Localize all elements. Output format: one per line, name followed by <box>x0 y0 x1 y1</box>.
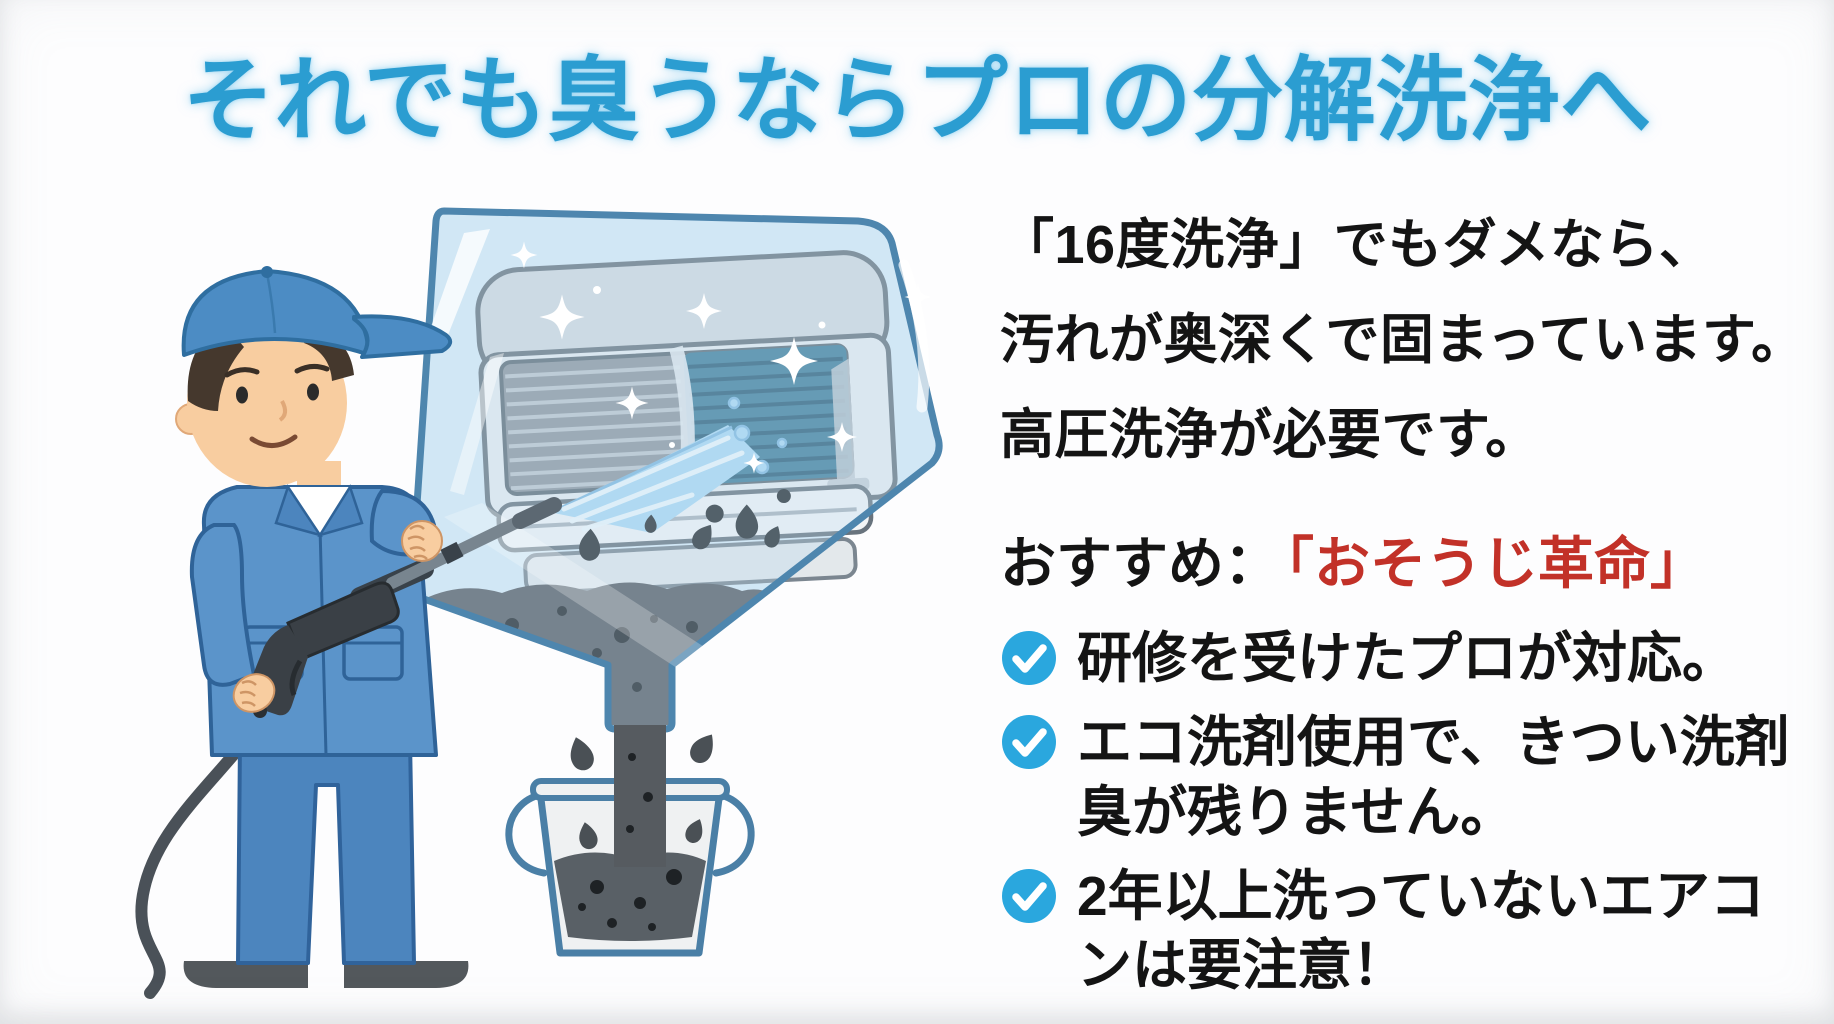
worker-head <box>175 266 453 487</box>
shoe-left <box>183 961 308 988</box>
page-title: それでも臭うならプロの分解洗浄へ <box>182 50 1652 152</box>
nose <box>278 400 287 422</box>
checklist-item: 2年以上洗っていないエアコ ンは要注意！ <box>1000 862 1818 1001</box>
hand-left <box>232 673 276 713</box>
cleaning-staff-figure <box>135 266 562 999</box>
water-jet <box>553 396 788 533</box>
dirty-water-stream <box>564 725 721 867</box>
problem-statement: 「16度洗浄」でもダメなら、 汚れが奥深くで固まっています。 高圧洗浄が必要です… <box>1000 215 1806 466</box>
checklist-item: 研修を受けたプロが対応。 <box>1000 624 1818 693</box>
spray-nozzle <box>512 497 562 529</box>
eyebrow-right <box>294 363 330 374</box>
eye-right <box>307 383 319 401</box>
hand-right <box>401 520 443 562</box>
check-circle-icon <box>1002 868 1056 923</box>
mouth <box>249 434 298 448</box>
sparkle-icons <box>510 241 932 474</box>
checklist-text: 2年以上洗っていないエアコ ンは要注意！ <box>1077 864 1765 997</box>
work-pants <box>236 738 416 965</box>
checklist-item: エコ洗剤使用で、きつい洗剤 臭が残りません。 <box>1000 708 1818 847</box>
recommendation-brand: 「おそうじ革命」 <box>1286 532 1706 596</box>
undershirt <box>288 487 350 535</box>
bucket-handle-left <box>505 791 548 877</box>
bucket-handle-right <box>712 791 755 877</box>
ac-fins <box>498 343 855 496</box>
eye-left <box>236 386 248 404</box>
bag-glass-overlay <box>408 207 943 733</box>
info-panel: 「16度洗浄」でもダメなら、 汚れが奥深くで固まっています。 高圧洗浄が必要です… <box>1000 198 1818 1016</box>
cap-brim <box>352 314 453 359</box>
checklist-text: エコ洗剤使用で、きつい洗剤 臭が残りません。 <box>1077 711 1790 843</box>
pressure-hose <box>135 724 260 999</box>
gun-trigger <box>289 659 303 696</box>
dirty-water-pool <box>424 514 770 725</box>
recommendation-line: おすすめ：「おそうじ革命」 <box>1000 519 1818 600</box>
shoe-right <box>344 961 469 988</box>
cleaning-illustration <box>92 195 957 1023</box>
check-circle-icon <box>1002 715 1056 770</box>
check-circle-icon <box>1002 631 1056 686</box>
eyebrow-left <box>224 367 260 378</box>
recommendation-label: おすすめ： <box>1000 532 1280 596</box>
work-cap <box>181 266 453 359</box>
cleaning-illustration-svg <box>135 207 943 999</box>
ac-unit <box>475 250 898 596</box>
checklist-text: 研修を受けたプロが対応。 <box>1077 627 1738 690</box>
